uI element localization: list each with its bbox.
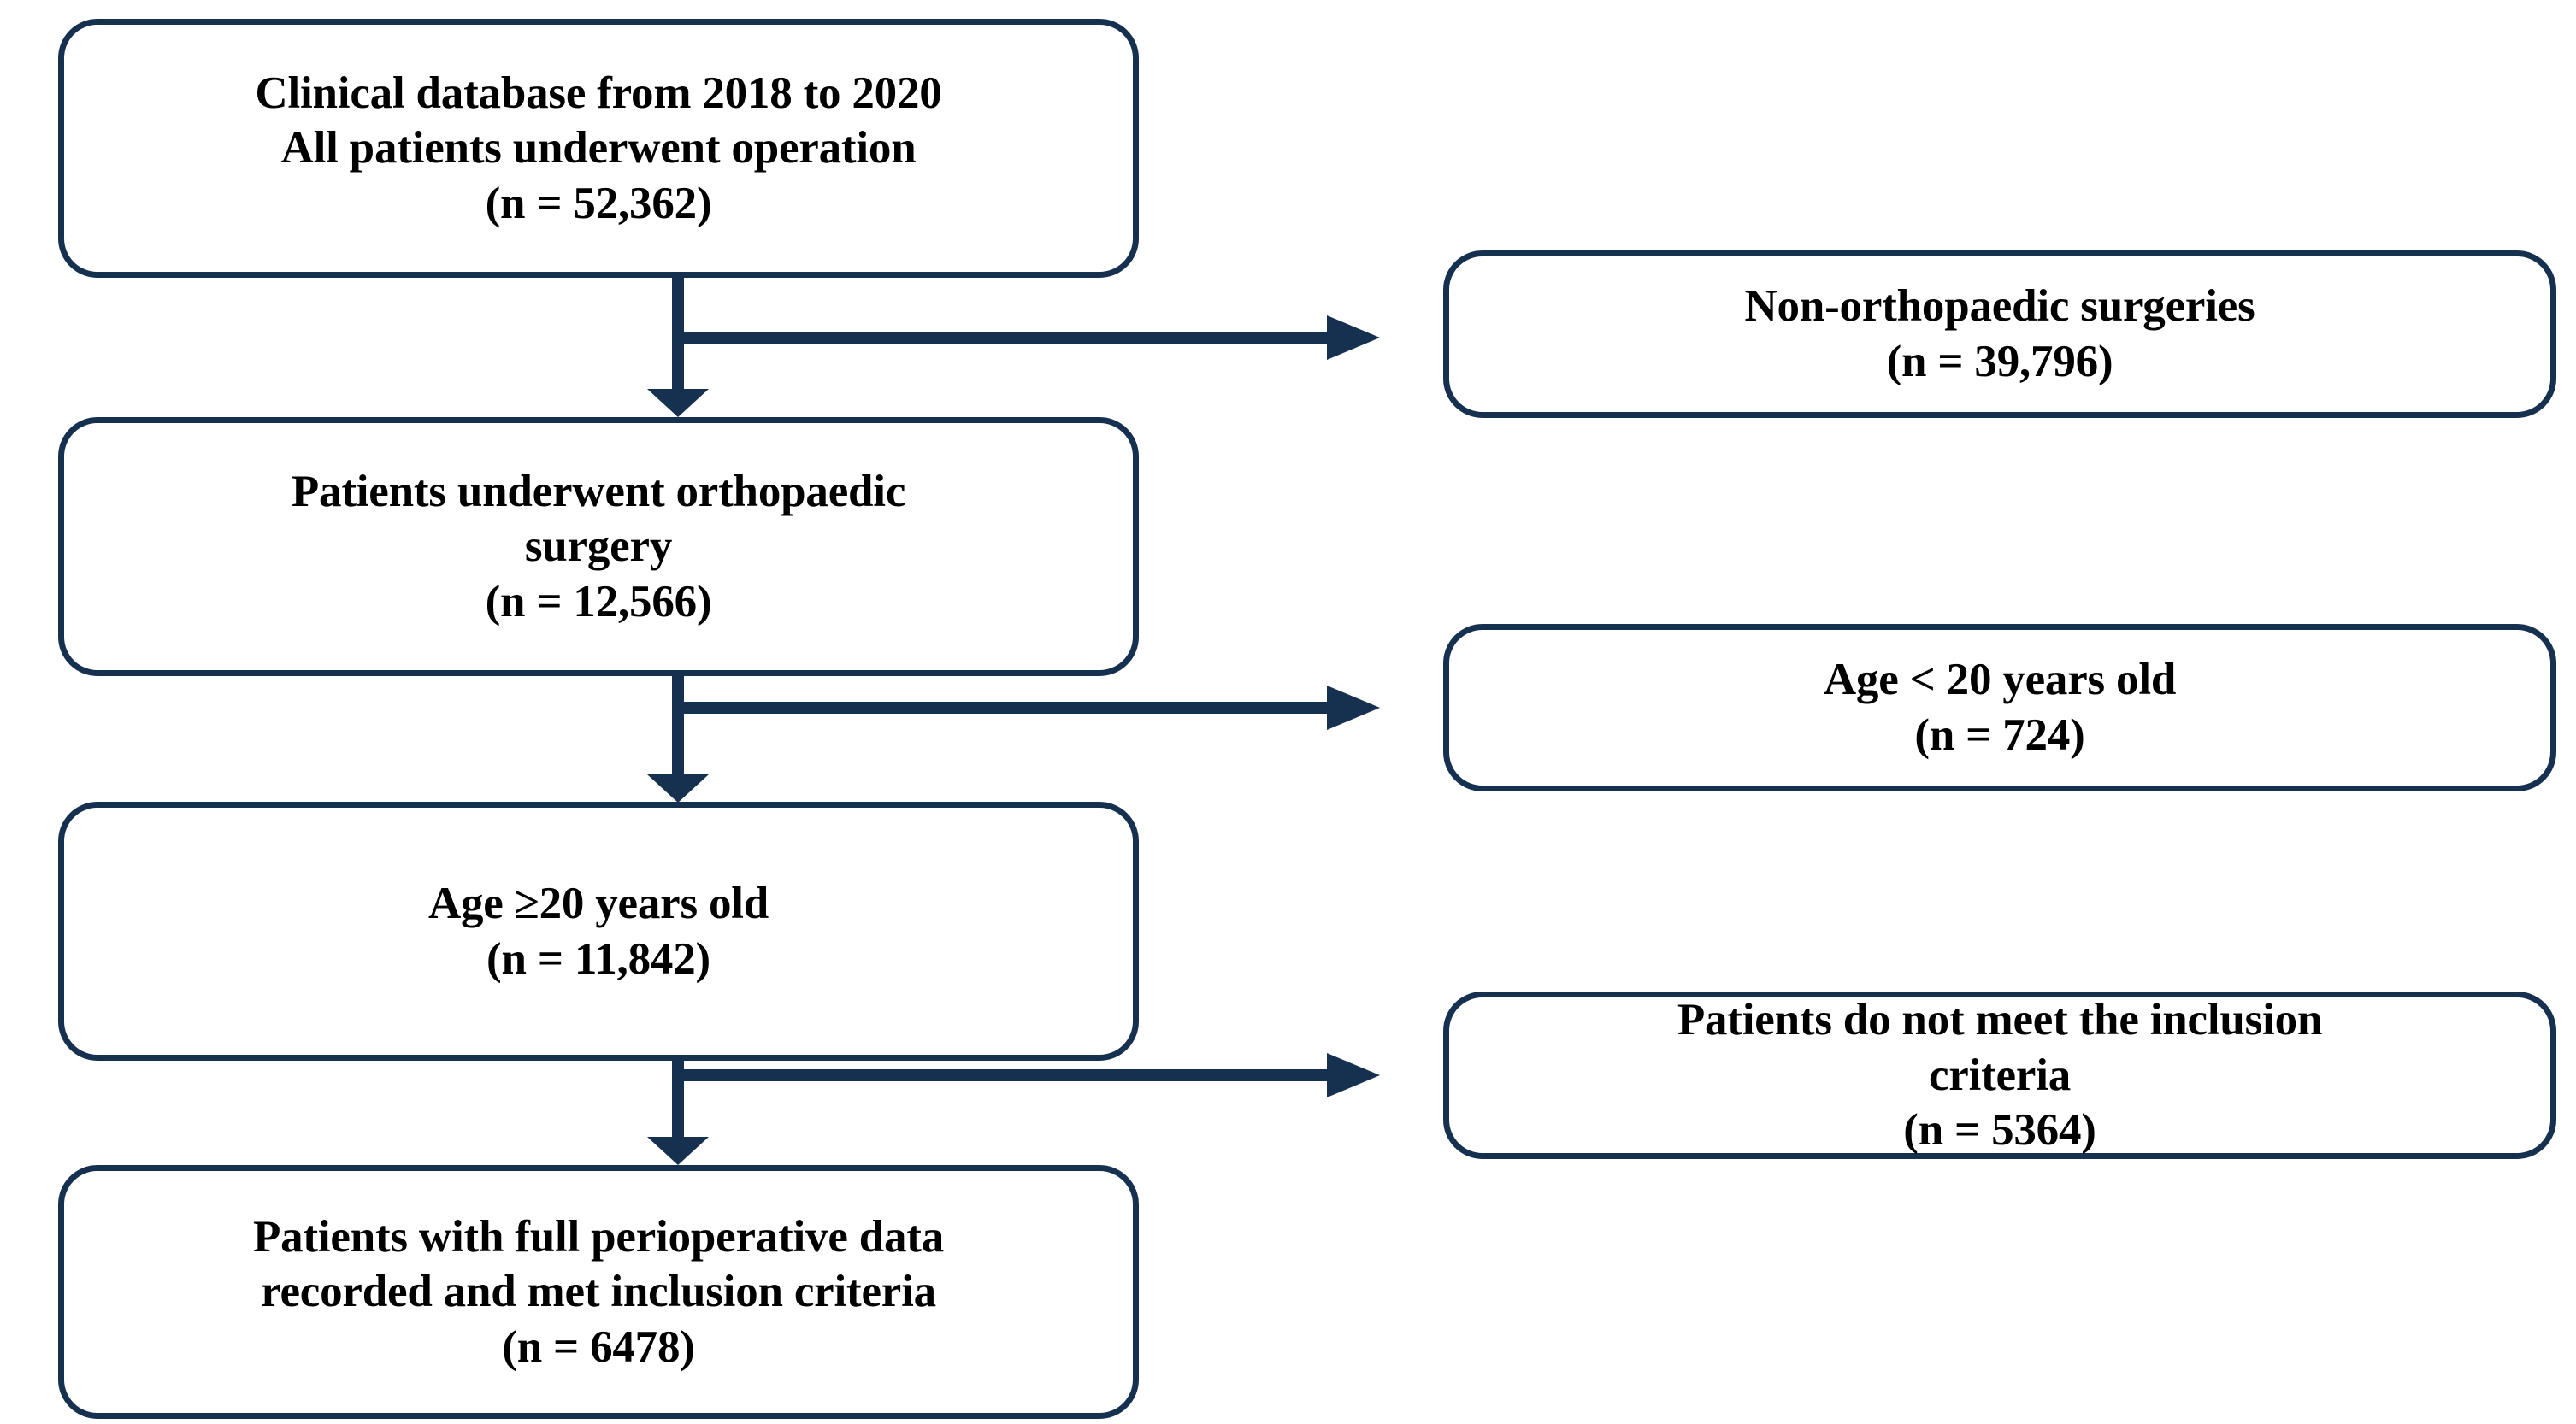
node-line: Age < 20 years old xyxy=(1823,655,2177,705)
edge-orthopaedic-to-age-under-20-line xyxy=(672,702,1330,714)
node-line: Age ≥20 years old xyxy=(427,878,769,928)
edge-age20-to-not-meeting-criteria-arrowhead-icon xyxy=(1327,1053,1380,1097)
node-text-block: Non-orthopaedic surgeries (n = 39,796) xyxy=(1471,279,2528,389)
node-text-block: Patients underwent orthopaedic surgery (… xyxy=(86,464,1111,630)
node-count-label: (n = 5364) xyxy=(1903,1105,2096,1156)
node-not-meeting-inclusion-criteria: Patients do not meet the inclusion crite… xyxy=(1443,992,2556,1159)
node-count-label: (n = 12,566) xyxy=(485,576,712,627)
edge-source-to-non-orthopaedic-line xyxy=(672,332,1330,344)
node-line: criteria xyxy=(1928,1050,2072,1100)
node-count-label: (n = 52,362) xyxy=(485,178,712,228)
edge-age20-to-not-meeting-criteria-line xyxy=(672,1069,1330,1081)
node-count-label: (n = 6478) xyxy=(502,1321,695,1372)
node-patients-underwent-orthopaedic-surgery: Patients underwent orthopaedic surgery (… xyxy=(58,417,1139,676)
edge-source-to-orthopaedic-arrowhead-icon xyxy=(647,389,709,417)
node-line: Non-orthopaedic surgeries xyxy=(1744,281,2255,332)
node-count-label: (n = 39,796) xyxy=(1886,337,2113,386)
edge-orthopaedic-to-age-under-20-arrowhead-icon xyxy=(1327,686,1380,730)
node-text-block: Age ≥20 years old (n = 11,842) xyxy=(86,876,1111,986)
node-line: Patients with full perioperative data xyxy=(252,1211,945,1262)
node-count-label: (n = 724) xyxy=(1914,710,2085,760)
edge-age20-to-final-arrowhead-icon xyxy=(647,1137,709,1165)
node-line: Patients do not meet the inclusion xyxy=(1677,995,2323,1045)
node-age-under-20: Age < 20 years old (n = 724) xyxy=(1443,624,2556,791)
edge-orthopaedic-to-age20-line xyxy=(672,676,684,777)
node-line: recorded and met inclusion criteria xyxy=(261,1267,936,1317)
node-line: All patients underwent operation xyxy=(280,123,917,174)
edge-source-to-non-orthopaedic-arrowhead-icon xyxy=(1327,315,1380,360)
node-line: Clinical database from 2018 to 2020 xyxy=(255,68,942,118)
node-text-block: Patients with full perioperative data re… xyxy=(86,1209,1111,1375)
node-text-block: Age < 20 years old (n = 724) xyxy=(1471,652,2528,762)
node-line: Patients underwent orthopaedic xyxy=(291,466,906,516)
node-text-block: Patients do not meet the inclusion crite… xyxy=(1471,992,2528,1158)
node-clinical-database-source: Clinical database from 2018 to 2020 All … xyxy=(58,19,1139,278)
node-text-block: Clinical database from 2018 to 2020 All … xyxy=(86,66,1111,232)
node-count-label: (n = 11,842) xyxy=(486,933,710,984)
node-line: surgery xyxy=(524,521,673,572)
node-final-cohort: Patients with full perioperative data re… xyxy=(58,1165,1139,1419)
node-age-20-or-older: Age ≥20 years old (n = 11,842) xyxy=(58,802,1139,1061)
node-non-orthopaedic-surgeries: Non-orthopaedic surgeries (n = 39,796) xyxy=(1443,250,2556,418)
edge-orthopaedic-to-age20-arrowhead-icon xyxy=(647,774,709,803)
